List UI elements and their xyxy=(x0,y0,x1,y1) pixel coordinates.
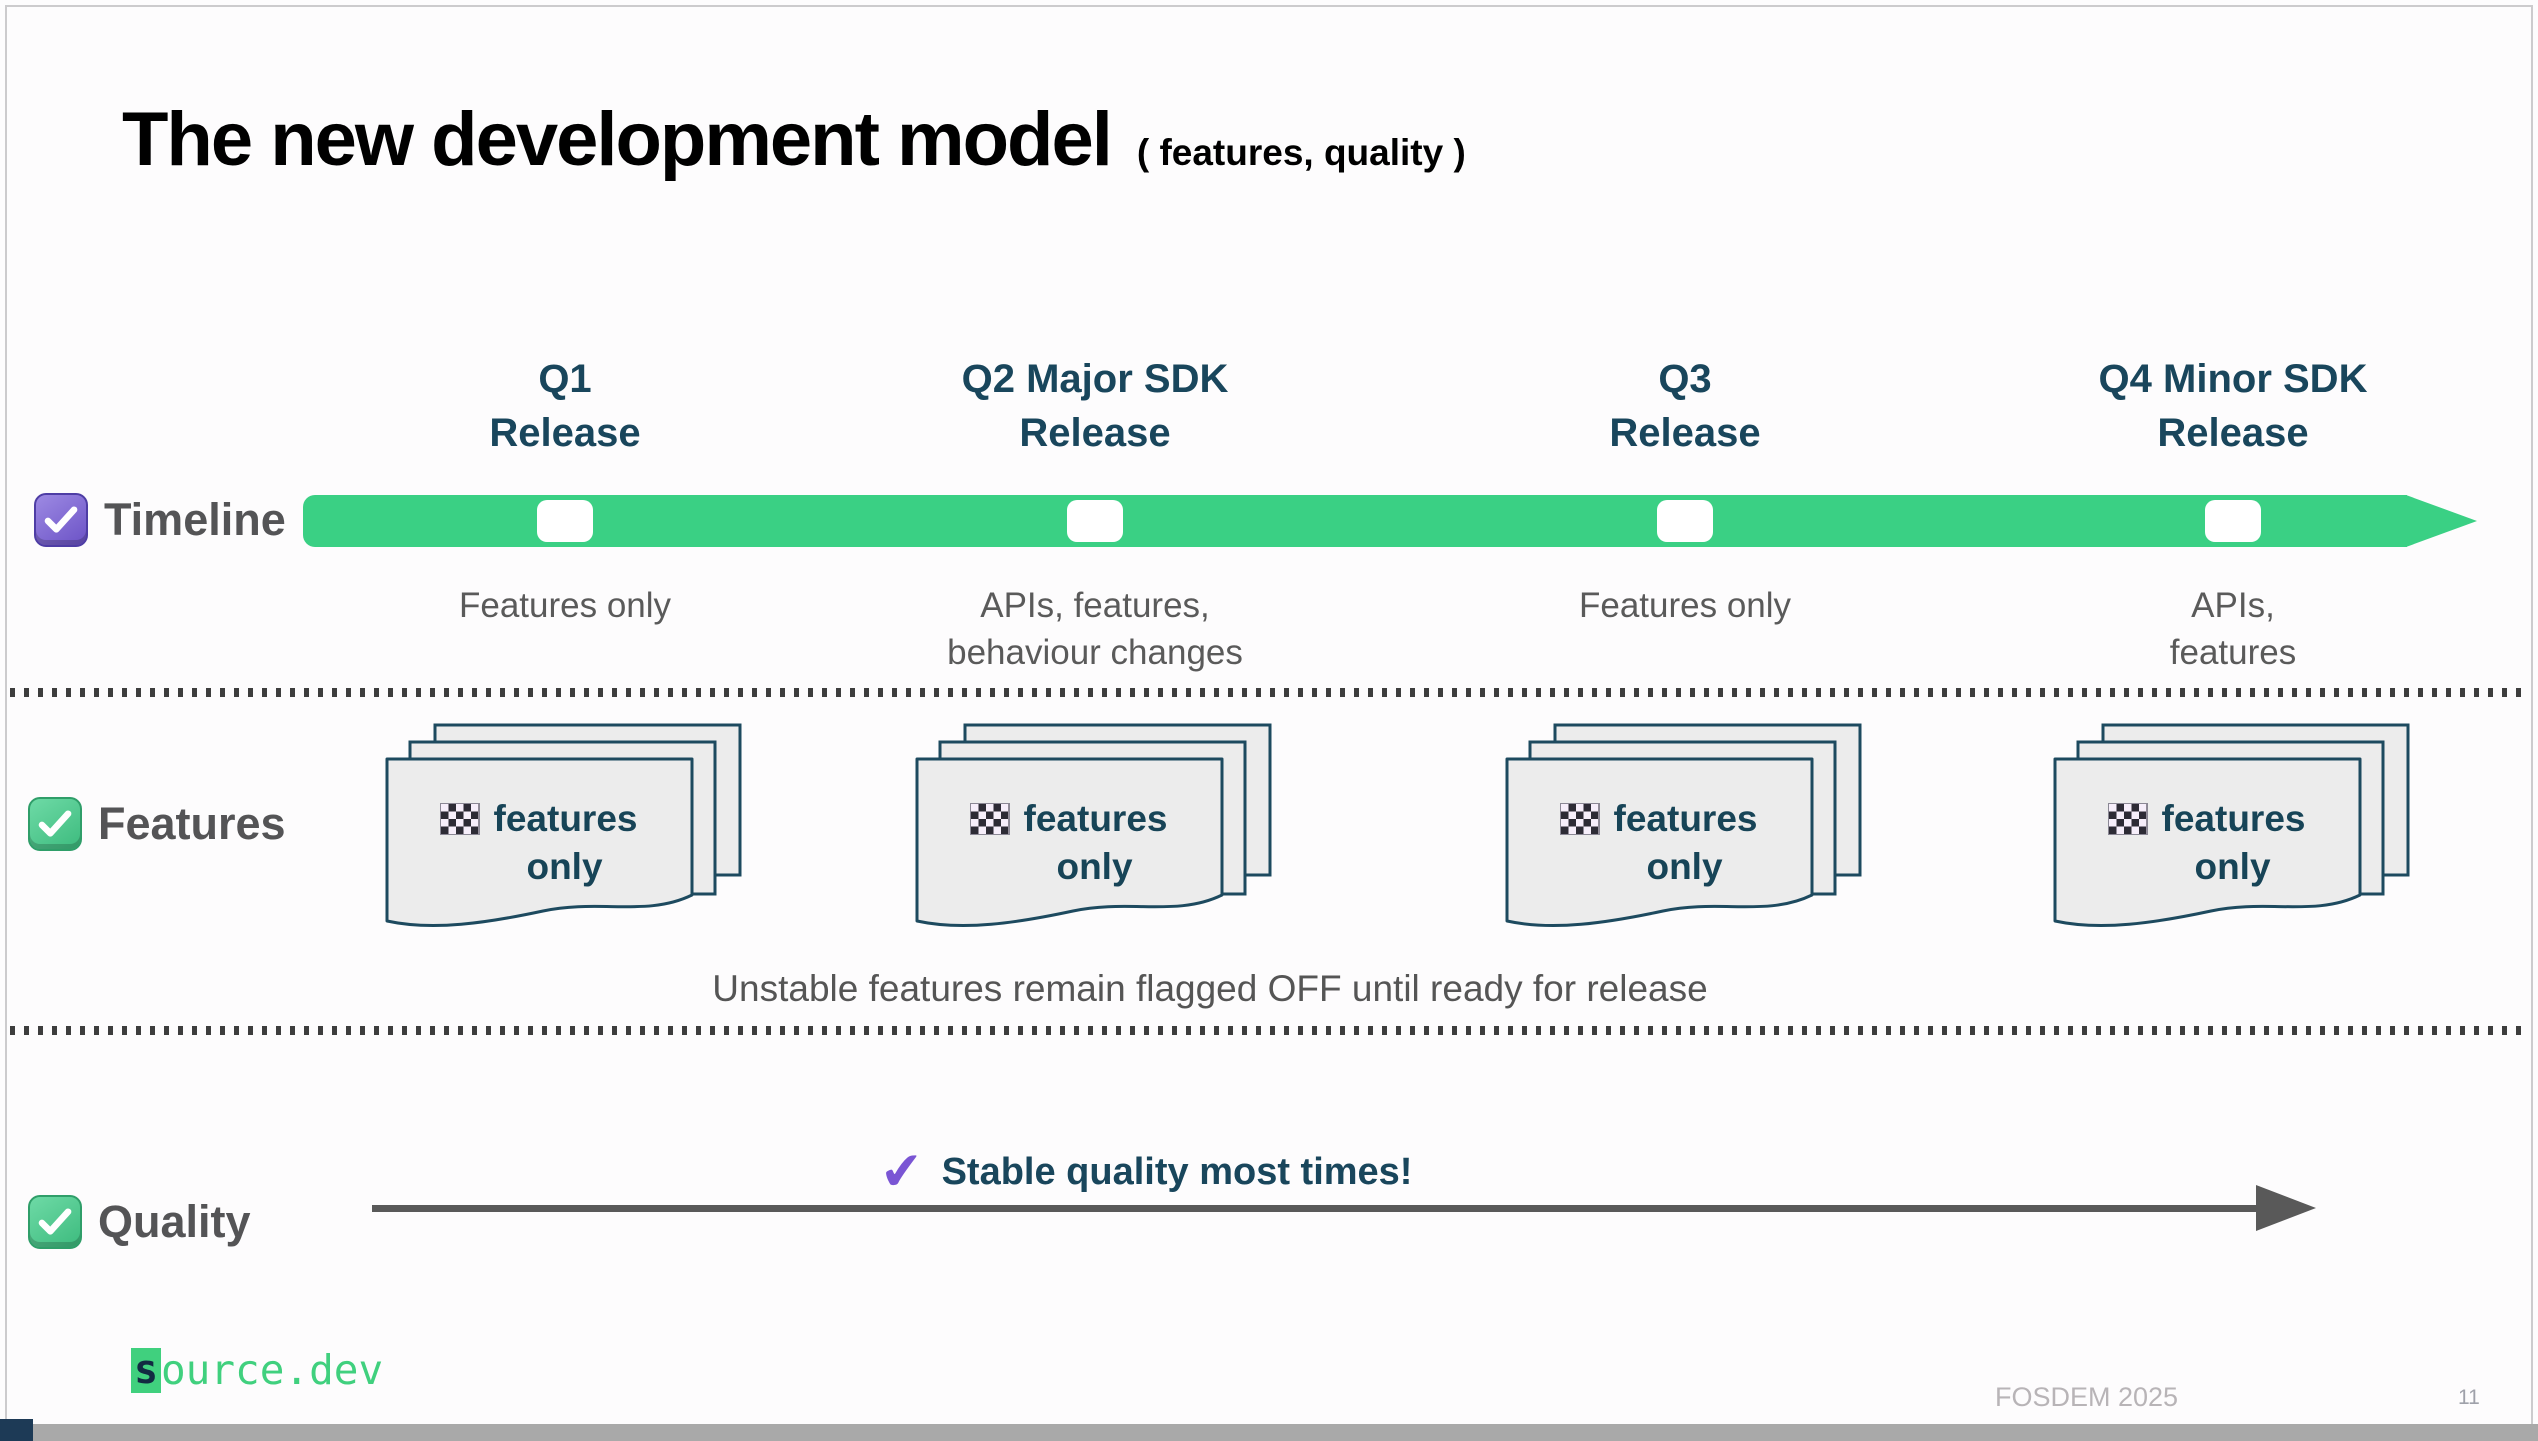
header-line: Release xyxy=(2157,411,2309,455)
title-suffix: ( features, quality ) xyxy=(1136,132,1466,173)
checked-checkbox-icon xyxy=(34,493,88,547)
checked-checkbox-icon xyxy=(28,797,82,851)
dotted-divider xyxy=(10,1026,2528,1035)
timeline-milestone-marker xyxy=(1067,500,1123,542)
features-label-text: Features xyxy=(98,798,286,849)
checkered-pattern-icon xyxy=(1559,803,1600,835)
timeline-milestone-marker xyxy=(1657,500,1713,542)
card-line: only xyxy=(1056,846,1133,887)
quality-arrow-line xyxy=(372,1205,2260,1212)
card-line: features xyxy=(1613,798,1758,839)
checkered-pattern-icon xyxy=(439,803,480,835)
card-line: features xyxy=(493,798,638,839)
logo-text: ource.dev xyxy=(161,1346,384,1394)
column-header-q2: Q2 Major SDK Release xyxy=(835,352,1355,460)
document-stack-icon xyxy=(385,723,742,928)
timeline-milestone-marker xyxy=(2205,500,2261,542)
note-line: Features only xyxy=(1578,586,1792,625)
column-header-q4: Q4 Minor SDK Release xyxy=(1973,352,2493,460)
checked-checkbox-icon xyxy=(28,1195,82,1249)
header-line: Q4 Minor SDK xyxy=(2098,357,2368,401)
quality-label-text: Quality xyxy=(98,1196,251,1247)
timeline-note-q1: Features only xyxy=(305,582,825,629)
header-line: Release xyxy=(1609,411,1761,455)
feature-card-stack: features only xyxy=(1505,723,1865,938)
checkered-pattern-icon xyxy=(969,803,1010,835)
note-line: behaviour changes xyxy=(947,633,1243,672)
checkered-pattern-icon xyxy=(2107,803,2148,835)
timeline-note-q3: Features only xyxy=(1425,582,1945,629)
document-stack-icon xyxy=(1505,723,1862,928)
timeline-label-text: Timeline xyxy=(104,494,286,545)
timeline-note-q4: APIs, features xyxy=(1973,582,2493,676)
quality-arrowhead-icon xyxy=(2256,1185,2316,1231)
card-line: only xyxy=(2194,846,2271,887)
features-caption: Unstable features remain flagged OFF unt… xyxy=(712,968,1708,1009)
header-line: Q3 xyxy=(1658,357,1712,401)
feature-card-stack: features only xyxy=(385,723,745,938)
column-header-q1: Q1 Release xyxy=(305,352,825,460)
note-line: Features only xyxy=(458,586,672,625)
slide-frame xyxy=(5,5,2533,1429)
quality-caption-text: Stable quality most times! xyxy=(941,1150,1413,1193)
page-title: The new development model ( features, qu… xyxy=(122,96,1466,183)
card-text: features only xyxy=(915,795,1222,891)
note-line: features xyxy=(2169,633,2297,672)
card-line: features xyxy=(1023,798,1168,839)
quality-caption: ✔ Stable quality most times! xyxy=(877,1140,1413,1204)
header-line: Q2 Major SDK xyxy=(961,357,1229,401)
card-text: features only xyxy=(2053,795,2360,891)
quality-row-label: Quality xyxy=(28,1194,251,1250)
card-line: features xyxy=(2161,798,2306,839)
timeline-arrowhead-icon xyxy=(2406,495,2477,547)
timeline-bar xyxy=(303,495,2407,547)
column-header-q3: Q3 Release xyxy=(1425,352,1945,460)
logo-mark: s xyxy=(131,1347,161,1393)
note-line: APIs, xyxy=(2191,586,2275,625)
bottom-edge xyxy=(0,1424,2538,1441)
header-line: Release xyxy=(489,411,641,455)
card-line: only xyxy=(1646,846,1723,887)
header-line: Release xyxy=(1019,411,1171,455)
timeline-note-q2: APIs, features, behaviour changes xyxy=(835,582,1355,676)
card-text: features only xyxy=(385,795,692,891)
event-label: FOSDEM 2025 xyxy=(1995,1382,2179,1412)
document-stack-icon xyxy=(915,723,1272,928)
timeline-row-label: Timeline xyxy=(34,492,286,548)
source-dev-logo: s ource.dev xyxy=(131,1346,383,1394)
note-line: APIs, features, xyxy=(980,586,1210,625)
title-text: The new development model xyxy=(122,97,1113,182)
checkmark-icon: ✔ xyxy=(877,1140,926,1204)
features-row-label: Features xyxy=(28,796,286,852)
card-line: only xyxy=(526,846,603,887)
next-slide-corner xyxy=(0,1419,33,1441)
page-number: 11 xyxy=(2458,1386,2480,1409)
header-line: Q1 xyxy=(538,357,592,401)
feature-card-stack: features only xyxy=(2053,723,2413,938)
timeline-milestone-marker xyxy=(537,500,593,542)
card-text: features only xyxy=(1505,795,1812,891)
feature-card-stack: features only xyxy=(915,723,1275,938)
dotted-divider xyxy=(10,688,2528,697)
